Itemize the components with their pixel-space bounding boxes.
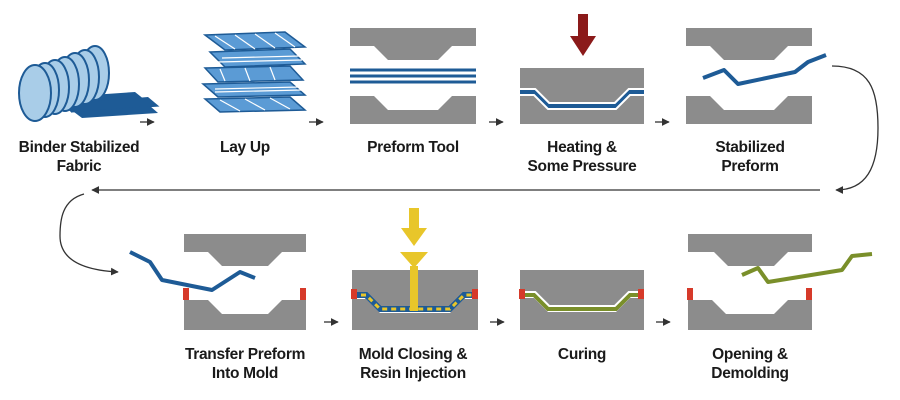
step-label-binder-stabilized-fabric: Binder Stabilized Fabric	[18, 139, 140, 175]
step-label-lay-up: Lay Up	[220, 139, 270, 156]
step-label-opening-demolding: Opening & Demolding	[711, 346, 789, 382]
connector-left-loop	[59, 193, 119, 276]
stabilized-preform-icon	[686, 28, 827, 124]
step-label-curing: Curing	[557, 346, 607, 363]
preform-tool-icon	[350, 28, 476, 124]
step-label-preform-tool: Preform Tool	[367, 139, 459, 156]
step-label-stabilized-preform: Stabilized Preform	[715, 139, 785, 175]
transfer-preform-icon	[129, 234, 306, 330]
curing-mold-icon	[519, 270, 644, 330]
step-arrows	[140, 118, 671, 326]
fabric-roll-icon	[18, 45, 161, 122]
lay-up-stack-icon	[201, 31, 308, 113]
step-label-heating-some-pressure: Heating & Some Pressure	[527, 139, 637, 175]
resin-injection-mold-icon	[351, 252, 478, 330]
step-label-transfer-preform-into-mold: Transfer Preform Into Mold	[184, 346, 306, 382]
pressure-arrow-icon	[570, 14, 596, 56]
flow-connector	[59, 65, 879, 276]
demolding-icon	[687, 234, 873, 330]
connector-top-loop	[831, 65, 879, 194]
step-label-mold-closing-resin-injection: Mold Closing & Resin Injection	[358, 346, 468, 382]
heating-press-icon	[520, 68, 644, 124]
resin-arrow-icon	[401, 208, 427, 246]
